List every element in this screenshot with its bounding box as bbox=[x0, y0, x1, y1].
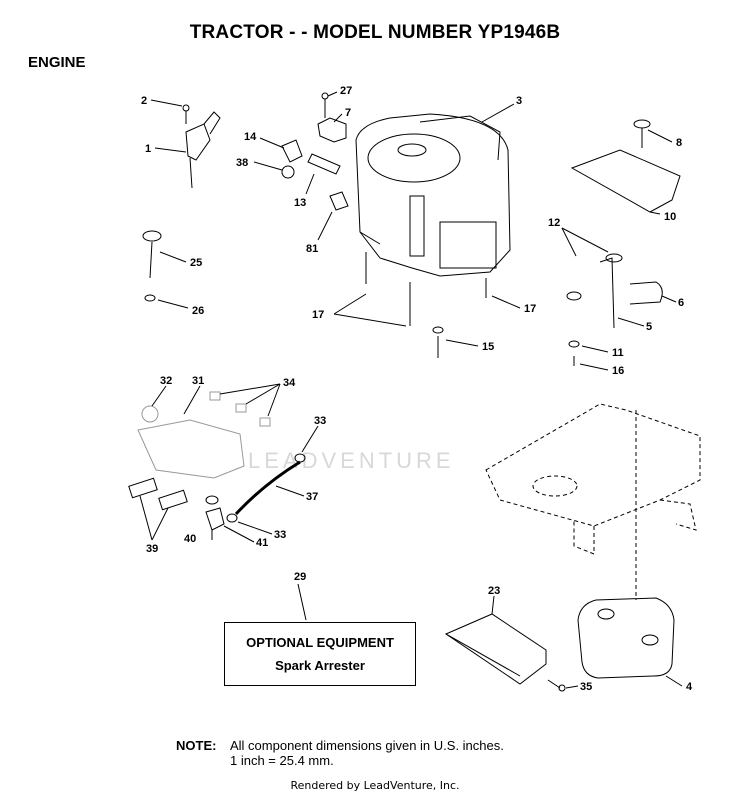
callout-35: 35 bbox=[580, 681, 592, 693]
screw bbox=[547, 679, 566, 692]
fuel-fitting bbox=[205, 495, 225, 531]
callout-1: 1 bbox=[145, 143, 151, 155]
callout-6: 6 bbox=[678, 297, 684, 309]
callout-31: 31 bbox=[192, 375, 204, 387]
callout-8: 8 bbox=[676, 137, 682, 149]
callout-38: 38 bbox=[236, 157, 248, 169]
page-title: TRACTOR - - MODEL NUMBER YP1946B bbox=[189, 22, 561, 43]
callout-10: 10 bbox=[664, 211, 676, 223]
cable-clamp bbox=[317, 92, 347, 143]
callout-26: 26 bbox=[192, 305, 204, 317]
leader-lines bbox=[139, 91, 683, 689]
callout-15: 14 bbox=[244, 131, 257, 143]
callout-17b: 17 bbox=[524, 303, 536, 315]
footer-credit: Rendered by LeadVenture, Inc. bbox=[290, 779, 460, 792]
callout-7: 7 bbox=[345, 107, 351, 119]
callout-14: 13 bbox=[294, 197, 306, 209]
fuel-line bbox=[226, 453, 306, 523]
callout-23: 23 bbox=[488, 585, 500, 597]
callout-33b: 33 bbox=[274, 529, 286, 541]
throttle-control bbox=[182, 104, 221, 189]
dimension-note: NOTE: All component dimensions given in U… bbox=[176, 738, 504, 768]
optional-equipment-box: OPTIONAL EQUIPMENT Spark Arrester bbox=[224, 622, 416, 686]
section-heading: ENGINE bbox=[28, 54, 86, 71]
mounting-bolts bbox=[365, 252, 487, 358]
optional-equipment-heading: OPTIONAL EQUIPMENT bbox=[246, 635, 394, 650]
callout-5: 5 bbox=[646, 321, 652, 333]
callout-11: 11 bbox=[612, 347, 624, 359]
callout-3: 3 bbox=[516, 95, 522, 107]
callout-40: 40 bbox=[184, 533, 196, 545]
watermark: LEADVENTURE bbox=[248, 448, 455, 473]
callout-81: 81 bbox=[306, 243, 318, 255]
air-filter-cover bbox=[570, 119, 681, 213]
callout-39: 39 bbox=[146, 543, 158, 555]
callout-labels: 2 1 3 27 7 14 38 13 81 8 10 12 6 5 11 16… bbox=[141, 85, 693, 693]
choke-knob bbox=[142, 230, 162, 302]
callout-2: 2 bbox=[141, 95, 147, 107]
note-body: All component dimensions given in U.S. i… bbox=[230, 738, 504, 768]
note-line-2: 1 inch = 25.4 mm. bbox=[230, 753, 334, 768]
callout-34: 34 bbox=[283, 377, 296, 389]
mounting-pads bbox=[128, 477, 188, 511]
callout-12: 16 bbox=[612, 365, 624, 377]
callout-13: 12 bbox=[548, 217, 560, 229]
engine-assembly bbox=[355, 113, 511, 277]
callout-37: 37 bbox=[306, 491, 318, 503]
exhaust-pipes bbox=[566, 253, 663, 366]
callout-4: 4 bbox=[686, 681, 693, 693]
callout-25: 25 bbox=[190, 257, 202, 269]
callout-29: 29 bbox=[294, 571, 306, 583]
muffler bbox=[577, 597, 675, 679]
heat-shield bbox=[444, 613, 547, 685]
optional-equipment-item: Spark Arrester bbox=[275, 658, 365, 673]
callout-32: 32 bbox=[160, 375, 172, 387]
tractor-frame bbox=[485, 403, 701, 600]
callout-27: 27 bbox=[340, 85, 352, 97]
note-label: NOTE: bbox=[176, 738, 217, 753]
callout-41: 41 bbox=[256, 537, 268, 549]
fuel-fittings bbox=[281, 139, 349, 211]
callout-16: 15 bbox=[482, 341, 494, 353]
callout-33a: 33 bbox=[314, 415, 326, 427]
note-line-1: All component dimensions given in U.S. i… bbox=[230, 738, 504, 753]
callout-17a: 17 bbox=[312, 309, 324, 321]
carburetor-parts bbox=[137, 391, 271, 479]
